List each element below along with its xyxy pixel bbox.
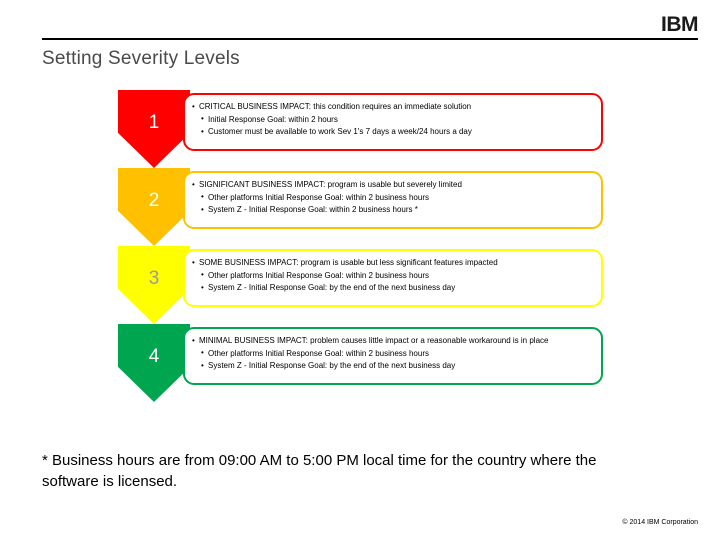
severity-bullets: SOME BUSINESS IMPACT: program is usable … bbox=[192, 257, 593, 295]
bullet-item: Customer must be available to work Sev 1… bbox=[192, 126, 593, 139]
severity-number: 4 bbox=[148, 345, 160, 367]
bullet-item: System Z - Initial Response Goal: by the… bbox=[192, 282, 593, 295]
severity-row: 3 SOME BUSINESS IMPACT: program is usabl… bbox=[0, 246, 720, 324]
bullet-item: System Z - Initial Response Goal: by the… bbox=[192, 360, 593, 373]
severity-number: 1 bbox=[148, 111, 160, 133]
bullet-item: CRITICAL BUSINESS IMPACT: this condition… bbox=[192, 101, 593, 114]
severity-callout-4: MINIMAL BUSINESS IMPACT: problem causes … bbox=[183, 327, 603, 385]
severity-bullets: CRITICAL BUSINESS IMPACT: this condition… bbox=[192, 101, 593, 139]
severity-number: 3 bbox=[148, 267, 160, 289]
severity-callout-1: CRITICAL BUSINESS IMPACT: this condition… bbox=[183, 93, 603, 151]
copyright-notice: © 2014 IBM Corporation bbox=[622, 519, 698, 526]
bullet-item: Other platforms Initial Response Goal: w… bbox=[192, 191, 593, 205]
bullet-item: Other platforms Initial Response Goal: w… bbox=[192, 269, 593, 283]
severity-number: 2 bbox=[148, 189, 160, 211]
severity-chevron-2: 2 bbox=[118, 168, 190, 246]
ibm-logo: IBM bbox=[661, 13, 699, 36]
severity-bullets: MINIMAL BUSINESS IMPACT: problem causes … bbox=[192, 335, 593, 373]
bullet-item: SIGNIFICANT BUSINESS IMPACT: program is … bbox=[192, 179, 593, 192]
severity-list: 1 CRITICAL BUSINESS IMPACT: this conditi… bbox=[0, 90, 720, 402]
severity-chevron-1: 1 bbox=[118, 90, 190, 168]
severity-chevron-3: 3 bbox=[118, 246, 190, 324]
severity-row: 2 SIGNIFICANT BUSINESS IMPACT: program i… bbox=[0, 168, 720, 246]
header-divider bbox=[42, 38, 698, 40]
bullet-item: System Z - Initial Response Goal: within… bbox=[192, 204, 593, 217]
severity-row: 1 CRITICAL BUSINESS IMPACT: this conditi… bbox=[0, 90, 720, 168]
bullet-item: SOME BUSINESS IMPACT: program is usable … bbox=[192, 257, 593, 270]
footnote: * Business hours are from 09:00 AM to 5:… bbox=[42, 452, 597, 490]
severity-row: 4 MINIMAL BUSINESS IMPACT: problem cause… bbox=[0, 324, 720, 402]
page-title: Setting Severity Levels bbox=[42, 48, 240, 69]
severity-callout-3: SOME BUSINESS IMPACT: program is usable … bbox=[183, 249, 603, 307]
bullet-item: MINIMAL BUSINESS IMPACT: problem causes … bbox=[192, 335, 593, 348]
bullet-item: Other platforms Initial Response Goal: w… bbox=[192, 347, 593, 361]
severity-callout-2: SIGNIFICANT BUSINESS IMPACT: program is … bbox=[183, 171, 603, 229]
bullet-item: Initial Response Goal: within 2 hours bbox=[192, 113, 593, 127]
severity-bullets: SIGNIFICANT BUSINESS IMPACT: program is … bbox=[192, 179, 593, 217]
ibm-logo-text: IBM bbox=[661, 13, 699, 36]
severity-chevron-4: 4 bbox=[118, 324, 190, 402]
